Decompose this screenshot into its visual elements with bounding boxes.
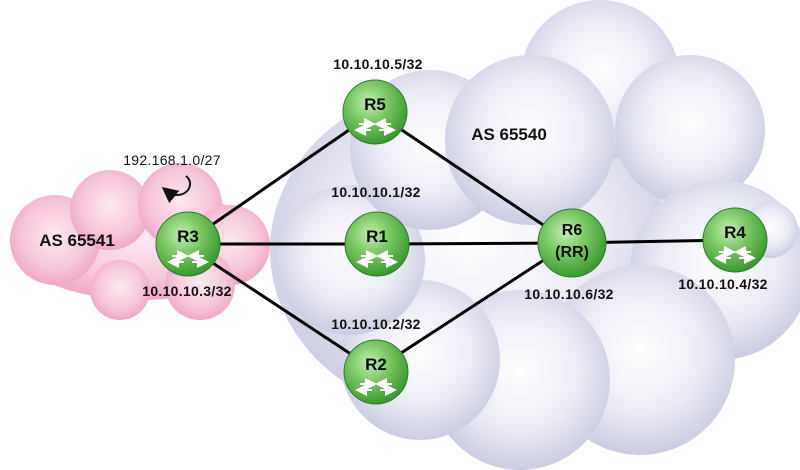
router-r4-label: R4 (724, 223, 746, 242)
link-r3-r2 (189, 246, 376, 372)
router-r1-ip: 10.10.10.1/32 (331, 184, 421, 200)
router-arrows-icon (167, 250, 209, 268)
router-r4[interactable]: R4 (702, 207, 768, 273)
router-r6-role: (RR) (555, 244, 589, 261)
router-arrows-icon (356, 250, 398, 268)
router-r1[interactable]: R1 (344, 211, 410, 277)
router-arrows-icon (714, 246, 756, 264)
as-65541-label: AS 65541 (39, 231, 115, 250)
link-r5-r6 (374, 110, 571, 245)
router-r2-ip: 10.10.10.2/32 (331, 316, 421, 332)
links (189, 110, 734, 372)
link-r2-r6 (374, 241, 571, 372)
router-r3[interactable]: R3 (155, 211, 221, 277)
router-r1-label: R1 (366, 227, 388, 246)
router-r6-label: R6 (562, 222, 583, 239)
router-r4-ip: 10.10.10.4/32 (678, 276, 768, 292)
router-r6[interactable]: R6 (RR) (537, 208, 607, 278)
loopback-network-icon (161, 175, 192, 204)
router-r5[interactable]: R5 (342, 79, 408, 145)
router-arrows-icon (355, 378, 397, 396)
network-prefix-label: 192.168.1.0/27 (123, 152, 221, 168)
router-arrows-icon (354, 118, 396, 136)
router-r5-label: R5 (364, 95, 386, 114)
router-r2[interactable]: R2 (343, 339, 409, 405)
as-65540-label: AS 65540 (471, 125, 547, 144)
router-r5-ip: 10.10.10.5/32 (333, 56, 423, 72)
router-r6-ip: 10.10.10.6/32 (524, 286, 614, 302)
router-r3-ip: 10.10.10.3/32 (142, 283, 232, 299)
router-r3-label: R3 (177, 227, 199, 246)
link-r3-r5 (189, 110, 376, 242)
router-r2-label: R2 (365, 355, 387, 374)
